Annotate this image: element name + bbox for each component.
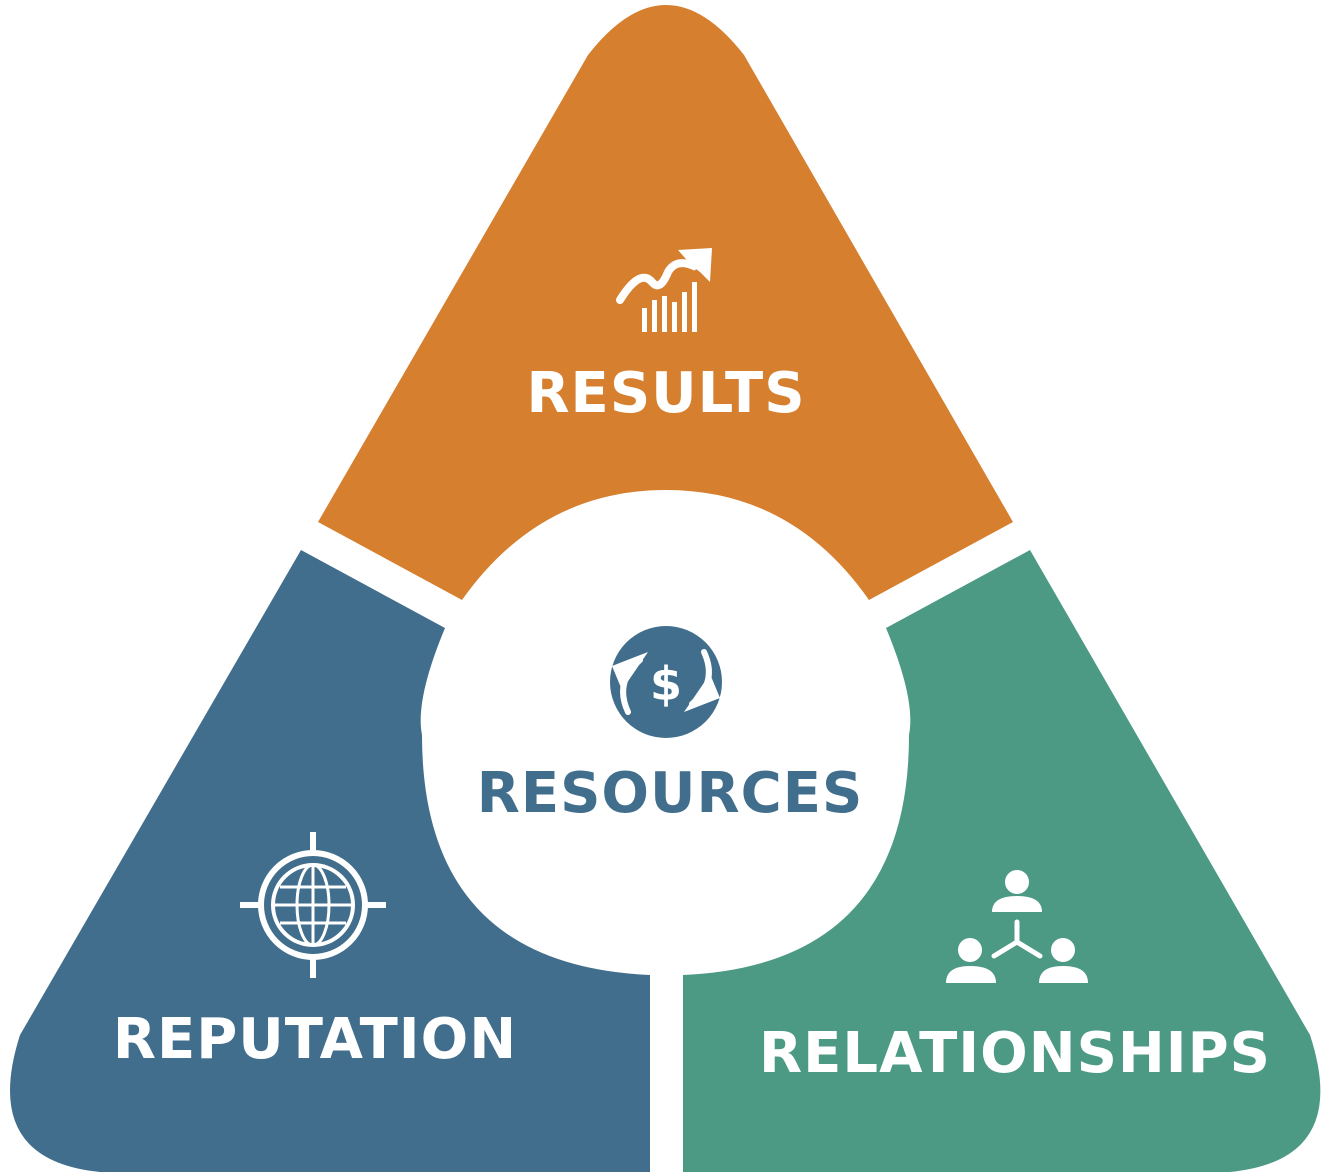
globe-target-icon: [240, 832, 386, 978]
reputation-label: REPUTATION: [113, 1007, 517, 1072]
reputation-segment: [10, 550, 650, 1172]
relationships-label: RELATIONSHIPS: [759, 1021, 1271, 1086]
growth-chart-icon: [616, 248, 712, 332]
relationships-segment: [683, 550, 1321, 1172]
results-label: RESULTS: [526, 361, 805, 426]
resources-label: RESOURCES: [477, 761, 864, 826]
people-network-icon: [946, 870, 1088, 983]
dollar-cycle-icon: $: [610, 626, 722, 738]
svg-text:$: $: [650, 657, 682, 711]
